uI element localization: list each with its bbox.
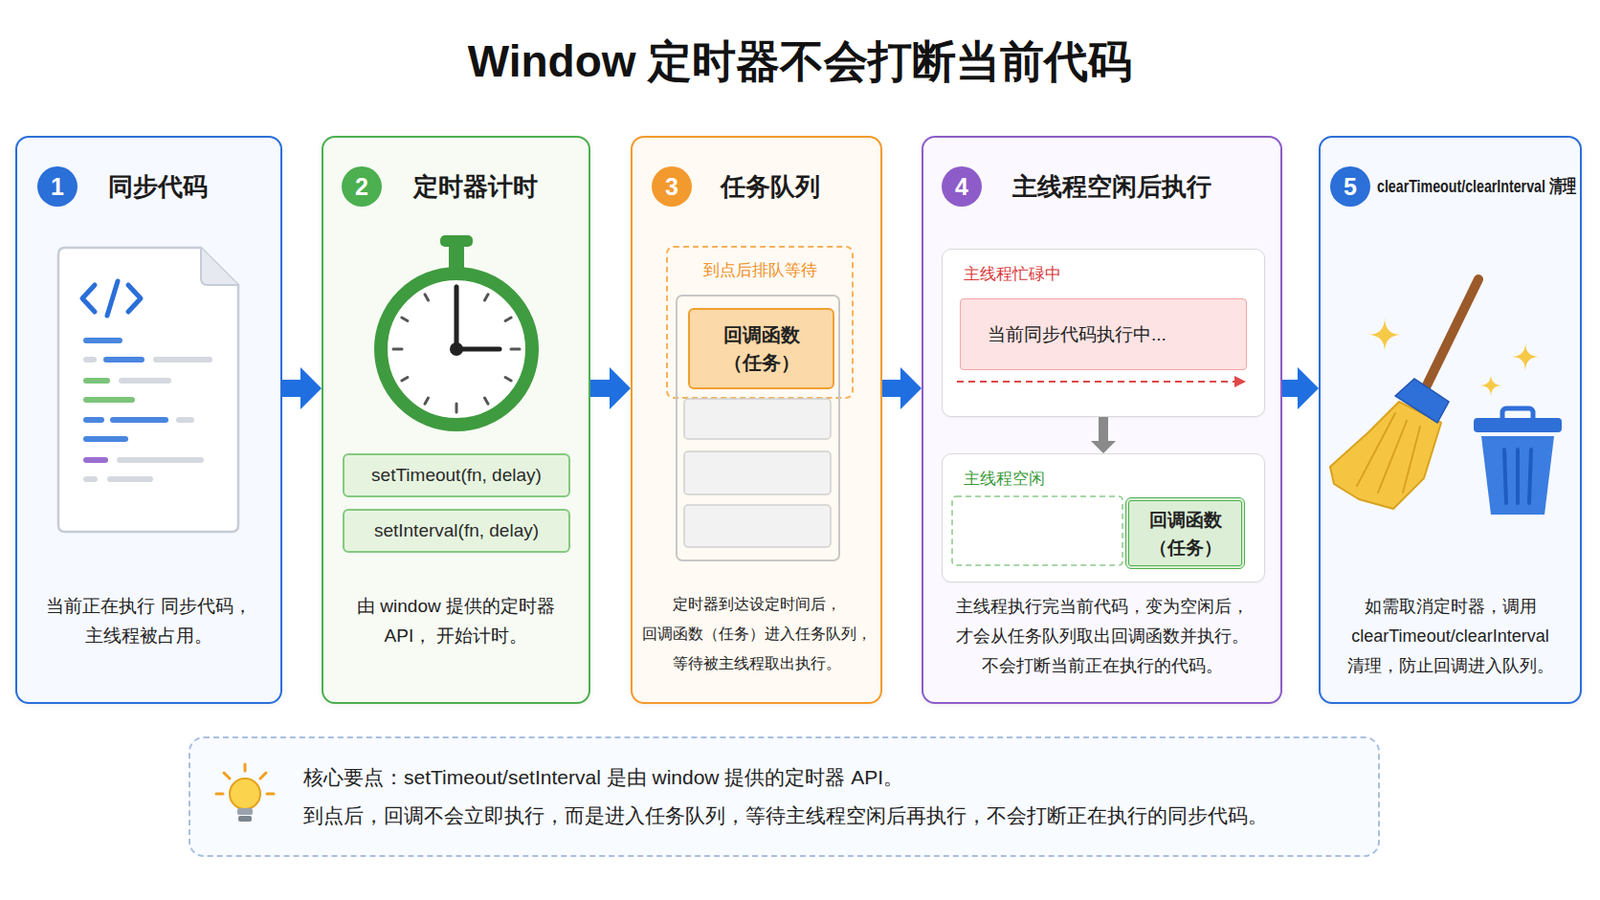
thread-state-box: 主线程忙碌中当前同步代码执行中... [941, 248, 1266, 418]
step-description: 如需取消定时器，调用 clearTimeout/clearInterval 清理… [1328, 592, 1573, 682]
queue-label: 到点后排队等待 [667, 259, 852, 282]
key-point-text: 核心要点：setTimeout/setInterval 是由 window 提供… [303, 763, 1363, 793]
step-description: 定时器到达设定时间后， 回调函数（任务）进入任务队列， 等待被主线程取出执行。 [640, 589, 873, 679]
step-number: 2 [341, 166, 382, 207]
step-panel: 任务队列定时器到达设定时间后， 回调函数（任务）进入任务队列， 等待被主线程取出… [630, 135, 883, 705]
step-number-badge: 4 [941, 166, 982, 207]
step-number: 1 [37, 166, 78, 207]
api-name: setTimeout(fn, delay) [371, 465, 542, 487]
diagram-title: Window 定时器不会打断当前代码 [0, 32, 1600, 90]
thread-state-box: 主线程空闲回调函数 （任务） [941, 453, 1266, 583]
step-number-badge: 1 [37, 166, 78, 207]
running-code-label: 当前同步代码执行中... [987, 322, 1167, 348]
step-heading: 定时器计时 [413, 166, 538, 207]
flow-arrow [1282, 367, 1319, 410]
step-heading: 任务队列 [720, 166, 821, 207]
step-description: 由 window 提供的定时器 API， 开始计时。 [331, 591, 581, 651]
thread-state-label: 主线程空闲 [963, 467, 1045, 490]
flow-arrow [282, 367, 322, 410]
callback-task: 回调函数 （任务） [1125, 497, 1245, 570]
step-number-badge: 2 [341, 166, 382, 207]
api-name: setInterval(fn, delay) [374, 520, 539, 542]
step-heading: 主线程空闲后执行 [1012, 166, 1212, 207]
api-box: setTimeout(fn, delay) [342, 453, 571, 498]
key-point-text: 到点后，回调不会立即执行，而是进入任务队列，等待主线程空闲后再执行，不会打断正在… [303, 801, 1363, 831]
step-number-badge: 5 [1330, 166, 1371, 207]
step-number: 3 [651, 166, 692, 207]
step-panel: 主线程空闲后执行主线程执行完当前代码，变为空闲后， 才会从任务队列取出回调函数并… [921, 135, 1283, 705]
running-code-bar: 当前同步代码执行中... [959, 298, 1247, 371]
callback-label: 回调函数 （任务） [689, 321, 833, 378]
step-number: 5 [1330, 166, 1371, 207]
key-point-note: 核心要点：setTimeout/setInterval 是由 window 提供… [188, 736, 1380, 858]
step-description: 主线程执行完当前代码，变为空闲后， 才会从任务队列取出回调函数并执行。 不会打断… [931, 592, 1273, 682]
queue-wait-area: 到点后排队等待回调函数 （任务） [666, 245, 854, 400]
step-panel: 同步代码当前正在执行 同步代码，主线程被占用。 1 [15, 135, 283, 705]
api-box: setInterval(fn, delay) [342, 509, 571, 554]
step-number: 4 [941, 166, 982, 207]
step-number-badge: 3 [651, 166, 692, 207]
callback-label: 回调函数 （任务） [1129, 506, 1242, 562]
step-heading: clearTimeout/clearInterval 清理 [1377, 166, 1577, 207]
step-panel: clearTimeout/clearInterval 清理如需取消定时器，调用 … [1318, 135, 1582, 705]
thread-state-label: 主线程忙碌中 [963, 263, 1062, 286]
step-heading: 同步代码 [108, 166, 208, 207]
callback-task: 回调函数 （任务） [688, 308, 835, 390]
flow-arrow [882, 367, 922, 410]
step-panel: 定时器计时由 window 提供的定时器 API， 开始计时。 2 setTimeo… [321, 135, 591, 705]
flow-arrow [590, 367, 631, 410]
step-description: 当前正在执行 同步代码，主线程被占用。 [24, 591, 273, 651]
